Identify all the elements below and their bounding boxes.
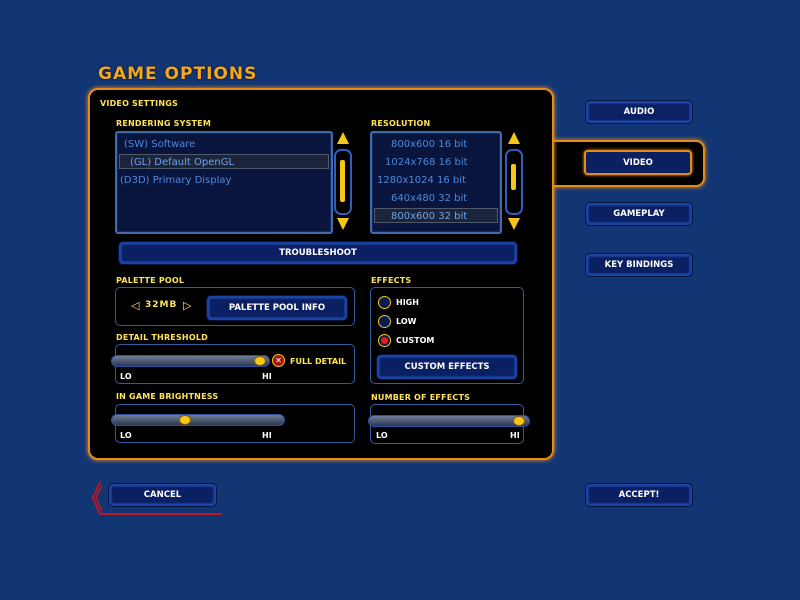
rendering-scrollbar[interactable]: [334, 149, 352, 215]
palette-decrease-icon[interactable]: ◁: [131, 299, 140, 312]
list-item[interactable]: (SW) Software: [124, 139, 196, 150]
full-detail-x-icon[interactable]: ✕: [272, 354, 285, 367]
tab-key-bindings[interactable]: KEY BINDINGS: [586, 254, 692, 276]
tab-video[interactable]: VIDEO: [584, 150, 692, 175]
number-effects-lo-label: LO: [376, 431, 388, 440]
brightness-lo-label: LO: [120, 431, 132, 440]
resolution-scroll-down-icon[interactable]: [508, 218, 520, 230]
cancel-arrow-decoration: [91, 481, 222, 515]
palette-increase-icon[interactable]: ▷: [183, 299, 192, 312]
list-item-selected[interactable]: (GL) Default OpenGL: [119, 154, 329, 169]
detail-threshold-slider[interactable]: [111, 355, 270, 367]
rendering-system-label: RENDERING SYSTEM: [116, 119, 212, 128]
effects-label: EFFECTS: [371, 276, 412, 285]
list-item[interactable]: 1280x1024 16 bit: [377, 175, 466, 186]
video-settings-label: VIDEO SETTINGS: [100, 99, 178, 108]
effects-custom-radio[interactable]: [378, 334, 391, 347]
effects-low-radio[interactable]: [378, 315, 391, 328]
tab-gameplay[interactable]: GAMEPLAY: [586, 203, 692, 225]
effects-high-radio[interactable]: [378, 296, 391, 309]
effects-low-label: LOW: [396, 317, 417, 326]
number-of-effects-slider[interactable]: [368, 415, 530, 427]
number-of-effects-label: NUMBER OF EFFECTS: [371, 393, 471, 402]
effects-custom-label: CUSTOM: [396, 336, 435, 345]
rendering-scroll-up-icon[interactable]: [337, 132, 349, 144]
resolution-label: RESOLUTION: [371, 119, 431, 128]
list-item[interactable]: (D3D) Primary Display: [120, 175, 232, 186]
resolution-scroll-up-icon[interactable]: [508, 132, 520, 144]
brightness-label: IN GAME BRIGHTNESS: [116, 392, 219, 401]
detail-hi-label: HI: [262, 372, 272, 381]
number-effects-hi-label: HI: [510, 431, 520, 440]
detail-lo-label: LO: [120, 372, 132, 381]
cancel-button[interactable]: CANCEL: [109, 484, 216, 506]
brightness-slider[interactable]: [111, 414, 285, 426]
palette-pool-info-button[interactable]: PALETTE POOL INFO: [207, 296, 347, 320]
rendering-scroll-down-icon[interactable]: [337, 218, 349, 230]
accept-button[interactable]: ACCEPT!: [586, 484, 692, 506]
slider-knob[interactable]: [254, 356, 266, 366]
detail-threshold-label: DETAIL THRESHOLD: [116, 333, 208, 342]
rendering-system-list[interactable]: (SW) Software (GL) Default OpenGL (D3D) …: [115, 131, 333, 234]
list-item[interactable]: 640x480 32 bit: [391, 193, 468, 204]
list-item-selected[interactable]: 800x600 32 bit: [374, 208, 498, 223]
slider-knob[interactable]: [513, 416, 525, 426]
palette-pool-value: 32MB: [145, 300, 178, 310]
palette-pool-label: PALETTE POOL: [116, 276, 185, 285]
resolution-list[interactable]: 800x600 16 bit 1024x768 16 bit 1280x1024…: [370, 131, 502, 234]
list-item[interactable]: 800x600 16 bit: [391, 139, 468, 150]
scroll-thumb[interactable]: [511, 164, 516, 190]
full-detail-label: FULL DETAIL: [290, 357, 347, 366]
scroll-thumb[interactable]: [340, 160, 345, 202]
brightness-hi-label: HI: [262, 431, 272, 440]
resolution-scrollbar[interactable]: [505, 149, 523, 215]
tab-audio[interactable]: AUDIO: [586, 101, 692, 123]
custom-effects-button[interactable]: CUSTOM EFFECTS: [377, 355, 517, 379]
troubleshoot-button[interactable]: TROUBLESHOOT: [119, 242, 517, 264]
effects-high-label: HIGH: [396, 298, 419, 307]
list-item[interactable]: 1024x768 16 bit: [385, 157, 468, 168]
slider-knob[interactable]: [179, 415, 191, 425]
page-title: GAME OPTIONS: [98, 64, 258, 84]
